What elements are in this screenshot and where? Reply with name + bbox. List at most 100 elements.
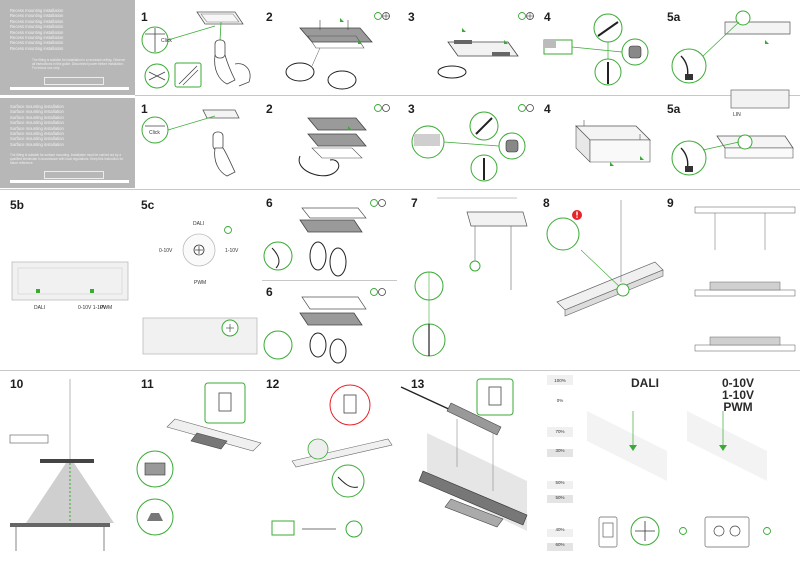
pwm-label: PWM — [100, 305, 112, 311]
panel-r1-step1: 1 Click — [135, 0, 260, 95]
rotate-icon — [518, 12, 526, 20]
dim-level: 40% — [555, 527, 565, 532]
dial-1-10v: 1-10V — [225, 248, 239, 254]
dali-label: DALI — [34, 305, 45, 311]
step-number: 3 — [408, 102, 415, 116]
step-number: 10 — [10, 377, 24, 391]
illustration-light-cone — [9, 379, 114, 551]
step-number: 12 — [266, 377, 280, 391]
sidebar-title-line: Surface mounting installation — [10, 120, 64, 126]
step-number: 8 — [543, 196, 550, 210]
step-number: 6 — [266, 285, 273, 299]
dim-level: 70% — [555, 429, 565, 434]
illustration-switch-off — [271, 384, 393, 538]
rotate-icon — [374, 12, 382, 20]
mode-title-1-10v: 1-10V — [721, 388, 755, 402]
illustration-surface-wiring: LIN — [671, 89, 794, 176]
sidebar-title-line: Surface mounting installation — [10, 109, 64, 115]
dim-level: 30% — [555, 448, 565, 453]
step-number: 7 — [411, 196, 418, 210]
sidebar-recess: Recess mounting installation Recess moun… — [0, 0, 135, 95]
step-number: 11 — [141, 377, 154, 391]
illustration-surface-box — [575, 120, 651, 166]
sidebar-divider-bar — [10, 180, 129, 183]
step-number: 2 — [266, 102, 273, 116]
sidebar-title-line: Recess mounting installation — [10, 35, 64, 41]
dial-0-10v: 0-10V — [159, 248, 173, 254]
row-divider — [0, 189, 800, 190]
sidebar-title-line: Recess mounting installation — [10, 29, 64, 35]
panel-r2-step5a: 5a LIN — [665, 89, 800, 189]
mode-title-0-10v: 0-10V — [721, 376, 755, 390]
dial-dali: DALI — [193, 221, 204, 227]
rotate-icon — [370, 288, 378, 296]
rotate-icon — [224, 226, 232, 234]
panel-r3-step6a: 6 — [262, 190, 397, 280]
sidebar-title-line: Surface mounting installation — [10, 131, 64, 137]
sidebar-title-line: Recess mounting installation — [10, 13, 64, 19]
panel-r3-step7: 7 — [397, 190, 537, 370]
illustration-surface-cutout: Click — [141, 109, 240, 177]
mode-title-pwm: PWM — [723, 400, 753, 414]
illustration-wiring — [671, 10, 791, 84]
dim-level: 100% — [554, 378, 566, 383]
crosshair-icon — [378, 199, 386, 207]
step-number: 6 — [266, 196, 273, 210]
sidebar-title-line: Recess mounting installation — [10, 18, 64, 24]
crosshair-icon — [382, 104, 390, 112]
dim-level: 50% — [555, 480, 565, 485]
panel-r3-step5b: 5b DALI 0-10V 1-10V PWM — [0, 190, 135, 370]
panel-r1-step3: 3 — [400, 0, 540, 95]
panel-r1-step4: 4 — [540, 0, 665, 95]
step-number: 5a — [667, 102, 681, 116]
illustration-mode-dial: DALI 0-10V 1-10V PWM — [142, 221, 258, 355]
row-divider — [135, 95, 800, 96]
illustration-close-surface — [263, 288, 386, 364]
panel-r4-step10: 10 — [0, 371, 135, 564]
sidebar-title-line: Recess mounting installation — [10, 40, 64, 46]
panel-r1-step2: 2 — [260, 0, 400, 95]
panel-r3-step6b: 6 — [262, 281, 397, 370]
sidebar-title-line: Surface mounting installation — [10, 141, 64, 147]
sidebar-fixture-outline — [44, 171, 104, 179]
illustration-surface-fixture — [298, 104, 390, 177]
illustration-suspension — [412, 197, 528, 357]
illustration-switch-on — [136, 382, 262, 536]
step-number: 13 — [411, 377, 425, 391]
sidebar-title-line: Recess mounting installation — [10, 45, 64, 51]
dim-level: 50% — [555, 495, 565, 500]
panel-r3-step8: 8 — [537, 190, 665, 370]
illustration-ceiling-cutout: Click — [141, 11, 251, 89]
step-number: 4 — [544, 10, 551, 24]
step-number: 1 — [141, 102, 148, 116]
dial-pwm: PWM — [194, 280, 206, 286]
sidebar-notes: The fitting is suitable for installation… — [32, 58, 126, 71]
rotate-icon — [518, 104, 526, 112]
step-number: 5a — [667, 10, 681, 24]
rotate-icon — [374, 104, 382, 112]
panel-dimming: 100% 0% 70% 30% 50% 50% 40% 60% DALI 0-1… — [537, 371, 800, 564]
panel-r4-step12: 12 — [262, 371, 397, 564]
illustration-clip-install — [437, 12, 534, 79]
step-number: 1 — [141, 10, 148, 24]
step-number: 5c — [141, 198, 155, 212]
mode-title-dali: DALI — [631, 376, 659, 390]
sidebar-titles: Surface mounting installation Surface mo… — [10, 104, 64, 147]
illustration-dimming-levels — [547, 375, 771, 551]
dim-level: 60% — [555, 542, 565, 547]
panel-divider — [262, 280, 397, 281]
illustration-close-recess — [263, 199, 386, 277]
crosshair-icon — [378, 288, 386, 296]
sidebar-title-line: Surface mounting installation — [10, 104, 64, 109]
row-divider — [0, 370, 800, 371]
crosshair-icon — [526, 104, 534, 112]
step-number: 9 — [667, 196, 674, 210]
illustration-fixture-insert — [285, 12, 390, 90]
step-number: 4 — [544, 102, 551, 116]
rotate-icon — [763, 527, 771, 535]
panel-r1-step5a: 5a — [665, 0, 800, 95]
sidebar-surface: Surface mounting installation Surface mo… — [0, 98, 135, 188]
step-number: 5b — [10, 198, 25, 212]
lin-label: LIN — [733, 112, 741, 118]
sidebar-fixture-outline — [44, 77, 104, 85]
